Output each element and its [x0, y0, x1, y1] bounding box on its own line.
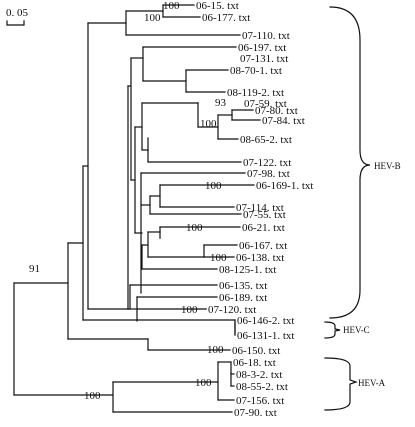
leaf-label: 07-120. txt: [208, 304, 256, 316]
bootstrap-value: 91: [29, 263, 40, 275]
leaf-label: 06-135. txt: [219, 280, 267, 292]
hev-b-label: HEV-B: [374, 161, 401, 171]
leaf-label: 06-177. txt: [202, 12, 250, 24]
clade-brackets: HEV-B HEV-C HEV-A: [324, 6, 401, 411]
leaf-labels: 06-15. txt 06-177. txt 07-110. txt 06-19…: [196, 0, 313, 419]
leaf-label: 06-189. txt: [219, 292, 267, 304]
leaf-label: 06-169-1. txt: [256, 180, 313, 192]
leaf-label: 07-84. txt: [262, 115, 305, 127]
scale-bar: 0. 05: [6, 7, 29, 26]
bootstrap-values: 100 100 93 100 100 100 100 100 100 100 1…: [29, 0, 227, 402]
bootstrap-value: 100: [195, 377, 212, 389]
bootstrap-value: 100: [144, 12, 161, 24]
bootstrap-value: 100: [186, 222, 203, 234]
leaf-label: 06-146-2. txt: [237, 315, 294, 327]
leaf-label: 06-138. txt: [236, 252, 284, 264]
leaf-label: 07-131. txt: [240, 53, 288, 65]
leaf-label: 08-65-2. txt: [240, 134, 292, 146]
hev-b-bracket: [329, 6, 371, 319]
bootstrap-value: 100: [163, 0, 180, 12]
leaf-label: 07-80. txt: [255, 105, 298, 117]
leaf-label: 07-59. txt: [244, 98, 287, 110]
bootstrap-value: 100: [210, 252, 227, 264]
bootstrap-value: 100: [205, 180, 222, 192]
leaf-label: 08-70-1. txt: [230, 65, 282, 77]
hev-c-label: HEV-C: [343, 325, 370, 335]
leaf-label: 06-15. txt: [196, 0, 239, 12]
leaf-label: 07-55. txt: [243, 209, 286, 221]
bootstrap-value: 100: [181, 304, 198, 316]
leaf-label: 07-122. txt: [243, 157, 291, 169]
leaf-label: 06-18. txt: [233, 357, 276, 369]
tree-branches: [13, 4, 261, 413]
bootstrap-value: 100: [207, 344, 224, 356]
leaf-label: 08-3-2. txt: [236, 369, 282, 381]
bootstrap-value: 100: [200, 118, 217, 130]
leaf-label: 06-131-1. txt: [237, 330, 294, 342]
scale-bar-label: 0. 05: [6, 7, 29, 19]
leaf-label: 07-98. txt: [247, 168, 290, 180]
leaf-label: 08-119-2. txt: [227, 87, 284, 99]
leaf-label: 08-55-2. txt: [236, 381, 288, 393]
hev-a-bracket: [324, 357, 358, 411]
leaf-label: 06-150. txt: [232, 345, 280, 357]
leaf-label: 06-167. txt: [239, 240, 287, 252]
leaf-label: 07-114. txt: [236, 202, 284, 214]
leaf-label: 07-110. txt: [242, 30, 290, 42]
scale-bar-line: [6, 20, 25, 26]
leaf-label: 07-90. txt: [234, 407, 277, 419]
leaf-label: 08-125-1. txt: [219, 264, 276, 276]
bootstrap-value: 93: [215, 97, 227, 109]
hev-a-label: HEV-A: [358, 378, 386, 388]
leaf-label: 06-21. txt: [242, 222, 285, 234]
leaf-label: 07-156. txt: [236, 395, 284, 407]
leaf-label: 06-197. txt: [238, 42, 286, 54]
bootstrap-value: 100: [84, 390, 101, 402]
hev-c-bracket: [324, 321, 341, 339]
